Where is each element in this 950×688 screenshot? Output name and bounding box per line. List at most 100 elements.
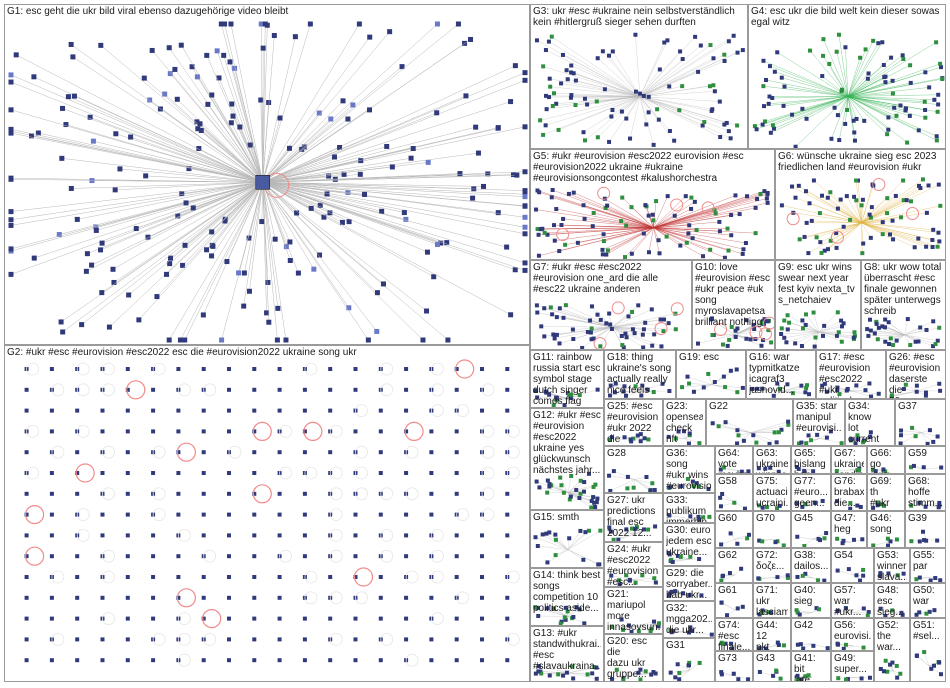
graph-node: [603, 205, 608, 210]
graph-node: [522, 124, 528, 130]
graph-node: [645, 387, 650, 392]
cluster-g7: G7: #ukr #esc #esc2022 #eurovision one_a…: [530, 260, 692, 350]
graph-node: [183, 200, 189, 206]
graph-node: [550, 188, 555, 193]
cluster-g55: G55: par: [910, 548, 946, 583]
cluster-graph-g64: [718, 465, 751, 473]
graph-node: [554, 315, 559, 320]
graph-node: [569, 392, 574, 397]
graph-node: [841, 224, 846, 229]
graph-node: [633, 526, 638, 531]
graph-node: [620, 343, 625, 348]
cluster-g41: G41: bit late...: [791, 651, 831, 682]
graph-node: [628, 437, 633, 442]
graph-node: [649, 627, 654, 632]
graph-node: [71, 93, 77, 99]
graph-node: [724, 120, 729, 125]
graph-node: [638, 432, 643, 437]
graph-node: [611, 537, 616, 541]
graph-node: [865, 613, 870, 617]
graph-node: [605, 248, 610, 253]
graph-node: [636, 303, 641, 308]
graph-node: [277, 658, 282, 663]
graph-node: [917, 610, 922, 615]
graph-node: [924, 244, 929, 249]
graph-node: [522, 203, 528, 209]
cluster-graph-g15: [533, 528, 603, 567]
cluster-graph-g74: [719, 640, 736, 650]
graph-node: [673, 311, 678, 316]
graph-node: [277, 616, 282, 621]
graph-node: [862, 118, 867, 123]
graph-node: [608, 322, 613, 327]
graph-node: [914, 577, 919, 582]
graph-node: [151, 533, 156, 538]
graph-node: [149, 47, 155, 53]
graph-node: [867, 317, 872, 322]
graph-node: [176, 471, 181, 475]
graph-node: [621, 627, 626, 632]
graph-node: [684, 240, 689, 245]
graph-node: [757, 646, 762, 650]
graph-node: [701, 254, 706, 259]
graph-node: [835, 608, 840, 613]
cluster-graph-g58: [718, 491, 747, 510]
graph-node: [765, 190, 770, 195]
graph-node: [589, 337, 594, 342]
graph-node: [854, 178, 859, 183]
cluster-g10: G10: love #eurovision #esc #ukr peace #u…: [692, 260, 775, 350]
cluster-graph-g31: [668, 660, 702, 681]
cluster-graph-g59: [909, 463, 944, 470]
graph-node: [31, 255, 37, 261]
graph-node: [252, 429, 257, 434]
graph-node: [561, 673, 566, 678]
graph-node: [832, 105, 837, 110]
graph-node: [591, 495, 596, 500]
graph-node: [646, 110, 651, 115]
graph-node: [604, 321, 609, 326]
graph-node: [873, 469, 878, 473]
graph-node: [734, 367, 739, 372]
graph-node: [125, 471, 130, 475]
graph-node: [49, 512, 54, 517]
graph-node: [479, 367, 484, 371]
graph-node: [680, 84, 685, 89]
graph-node: [408, 155, 414, 161]
graph-node: [932, 608, 937, 613]
graph-node: [176, 450, 181, 455]
graph-node: [246, 288, 252, 294]
graph-node: [224, 259, 230, 265]
cluster-g17: G17: #esc #eurovision #esc2022 #ukr poli…: [816, 350, 886, 399]
graph-node: [807, 201, 812, 206]
graph-node: [457, 171, 463, 177]
graph-node: [384, 143, 390, 149]
graph-node: [818, 240, 823, 245]
graph-node: [921, 529, 926, 534]
graph-node: [856, 468, 861, 473]
graph-node: [937, 325, 942, 330]
graph-node: [901, 178, 906, 183]
graph-node: [938, 578, 943, 582]
graph-node: [367, 34, 373, 40]
graph-node: [811, 469, 816, 473]
graph-node: [721, 465, 726, 470]
graph-node: [24, 637, 29, 642]
graph-node: [891, 237, 896, 242]
graph-node: [226, 575, 231, 579]
cluster-g2: G2: #ukr #esc #eurovision #esc2022 esc d…: [4, 345, 530, 682]
graph-node: [247, 142, 253, 148]
graph-node: [125, 512, 130, 517]
graph-node: [8, 72, 14, 78]
graph-node: [226, 533, 231, 538]
graph-node: [49, 429, 54, 434]
graph-node: [345, 116, 351, 122]
cluster-graph-g55: [914, 575, 943, 582]
graph-node: [828, 190, 833, 195]
graph-node: [35, 130, 41, 136]
graph-node: [274, 337, 280, 343]
graph-node: [722, 122, 727, 127]
graph-node: [723, 385, 728, 390]
graph-node: [544, 107, 549, 112]
graph-node: [533, 535, 538, 540]
cluster-g11: G11: rainbow russia start esc symbol sta…: [530, 350, 604, 408]
